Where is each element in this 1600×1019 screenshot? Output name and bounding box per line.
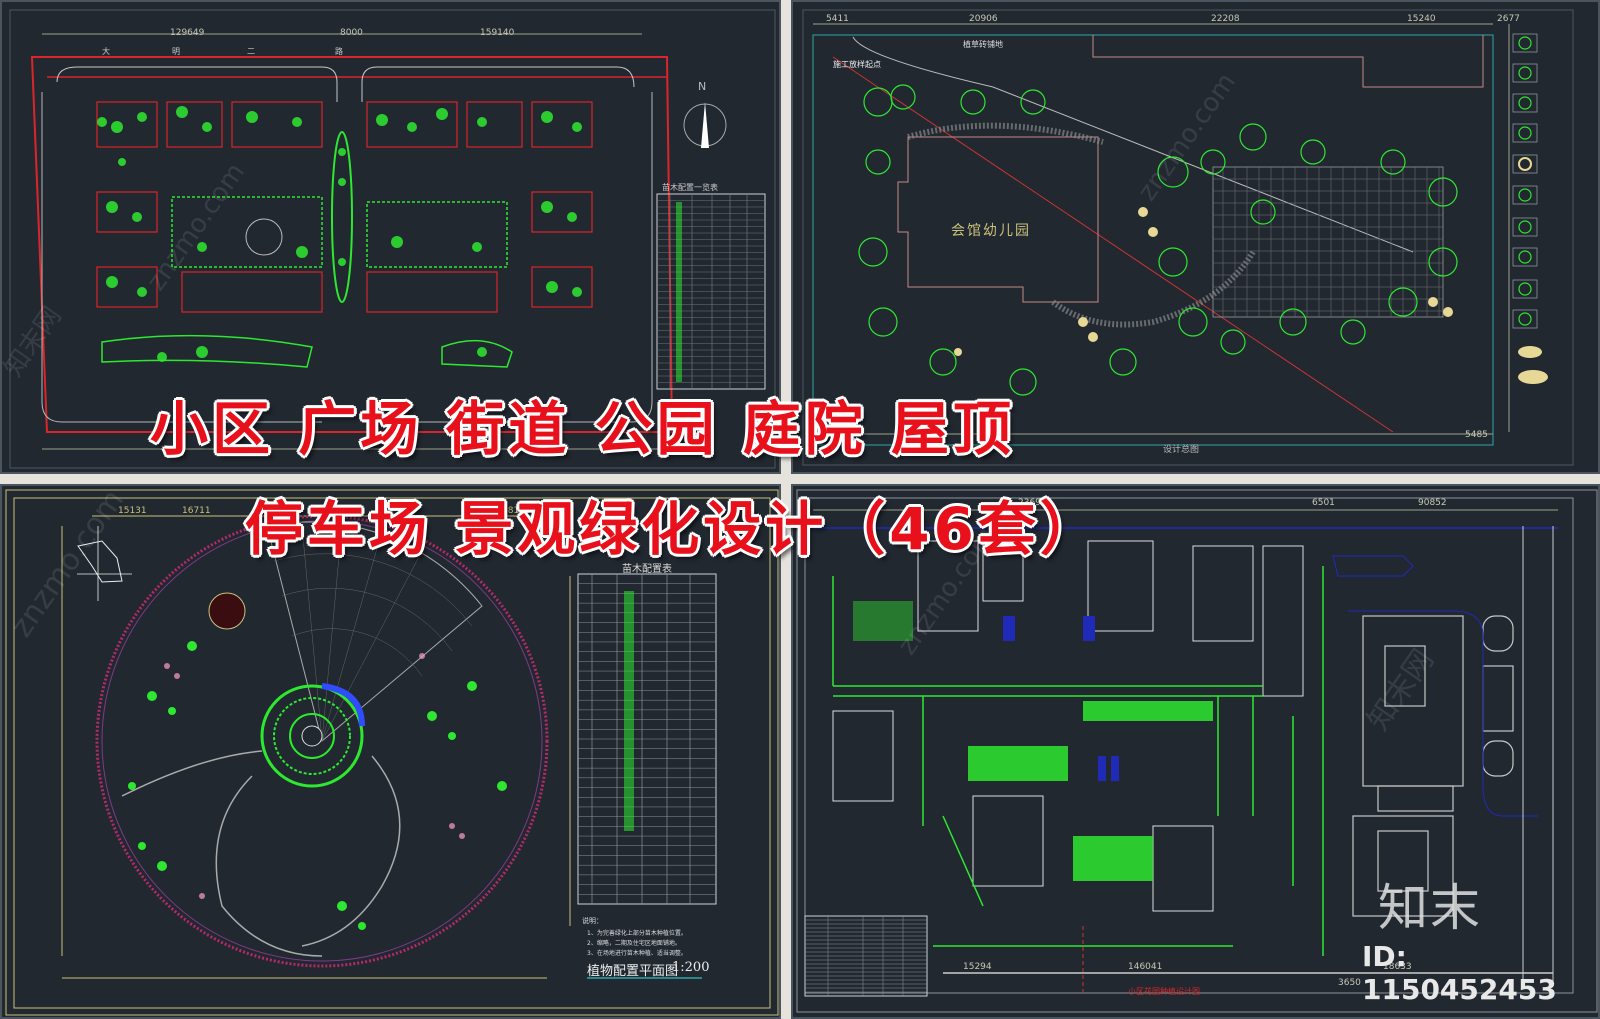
dimension-label: 146041 — [1128, 962, 1163, 972]
dimension-label: 15102 — [332, 506, 361, 516]
street-label: 二 — [247, 47, 255, 56]
dimension-label: 6501 — [1312, 498, 1335, 508]
dimension-label: 22208 — [1211, 14, 1240, 24]
dimension-label: 15240 — [1407, 14, 1436, 24]
note-line: 1、为完善绿化上部分苗木种植位置。 — [587, 930, 687, 937]
dimension-label: 18633 — [1383, 962, 1412, 972]
dimension-label: 159140 — [480, 28, 515, 38]
drawing-title: 植物配置平面图 — [587, 964, 679, 979]
street-label: 大 — [102, 47, 110, 56]
drawing-scale: 1:200 — [672, 960, 710, 975]
note-line: 3、在场地进行苗木种植、适当调整。 — [587, 950, 687, 957]
street-label: 路 — [335, 47, 343, 56]
drawing-title: 设计总图 — [1163, 445, 1200, 455]
dimension-label: 2677 — [1497, 14, 1520, 24]
building-label: 会馆幼儿园 — [951, 223, 1031, 239]
plant-table-title: 苗木配置一览表 — [662, 183, 718, 192]
circular-plaza-drawing — [5, 489, 779, 1016]
north-label: N — [698, 80, 707, 93]
cad-panel-parking-garden: 236945 6501 90852 15294 146041 3650 1863… — [791, 484, 1600, 1019]
dimension-label: 18108 — [502, 506, 531, 516]
dimension-label: 5485 — [1465, 430, 1488, 440]
dimension-label: 20906 — [969, 14, 998, 24]
dimension-label: 8000 — [340, 28, 363, 38]
dimension-label: 90852 — [1418, 498, 1447, 508]
cad-panel-kindergarten-courtyard: 5411 20906 22208 15240 2677 植草砖铺地 施工放样起点… — [791, 0, 1600, 474]
parking-garden-drawing — [796, 489, 1598, 1013]
notes-title: 说明： — [582, 917, 603, 925]
cad-panel-circular-plaza: 15131 16711 15102 18108 苗木配置表 说明： 1、为完善绿… — [0, 484, 781, 1019]
dimension-label: 16711 — [182, 506, 211, 516]
cad-panel-residential-plan: 129649 8000 159140 N 苗木配置一览表 大 明 二 路 知末网… — [0, 0, 781, 474]
note-line: 2、缩略，二期及住宅区地面铺地。 — [587, 940, 681, 947]
start-point-label: 施工放样起点 — [833, 60, 881, 69]
dimension-label: 15294 — [963, 962, 992, 972]
dimension-label: 15131 — [118, 506, 147, 516]
brand-logo: 知末 — [1378, 879, 1482, 937]
headline-line-1: 小区 广场 街道 公园 庭院 屋顶 — [149, 394, 1015, 464]
dimension-label: 3650 — [1338, 978, 1361, 988]
plant-table-title: 苗木配置表 — [622, 564, 672, 575]
top-area-label: 植草砖铺地 — [963, 40, 1003, 49]
headline-line-2: 停车场 景观绿化设计（46套） — [244, 494, 1102, 564]
asset-id: ID: 1150452453 — [1362, 940, 1557, 1006]
dimension-label: 236945 — [1018, 498, 1053, 508]
street-label: 明 — [172, 47, 180, 56]
dimension-label: 129649 — [170, 28, 205, 38]
residential-site-drawing — [9, 9, 776, 469]
kindergarten-site-drawing — [802, 9, 1574, 466]
dimension-label: 5411 — [826, 14, 849, 24]
drawing-title: 小区花园种植设计图 — [1128, 987, 1200, 996]
